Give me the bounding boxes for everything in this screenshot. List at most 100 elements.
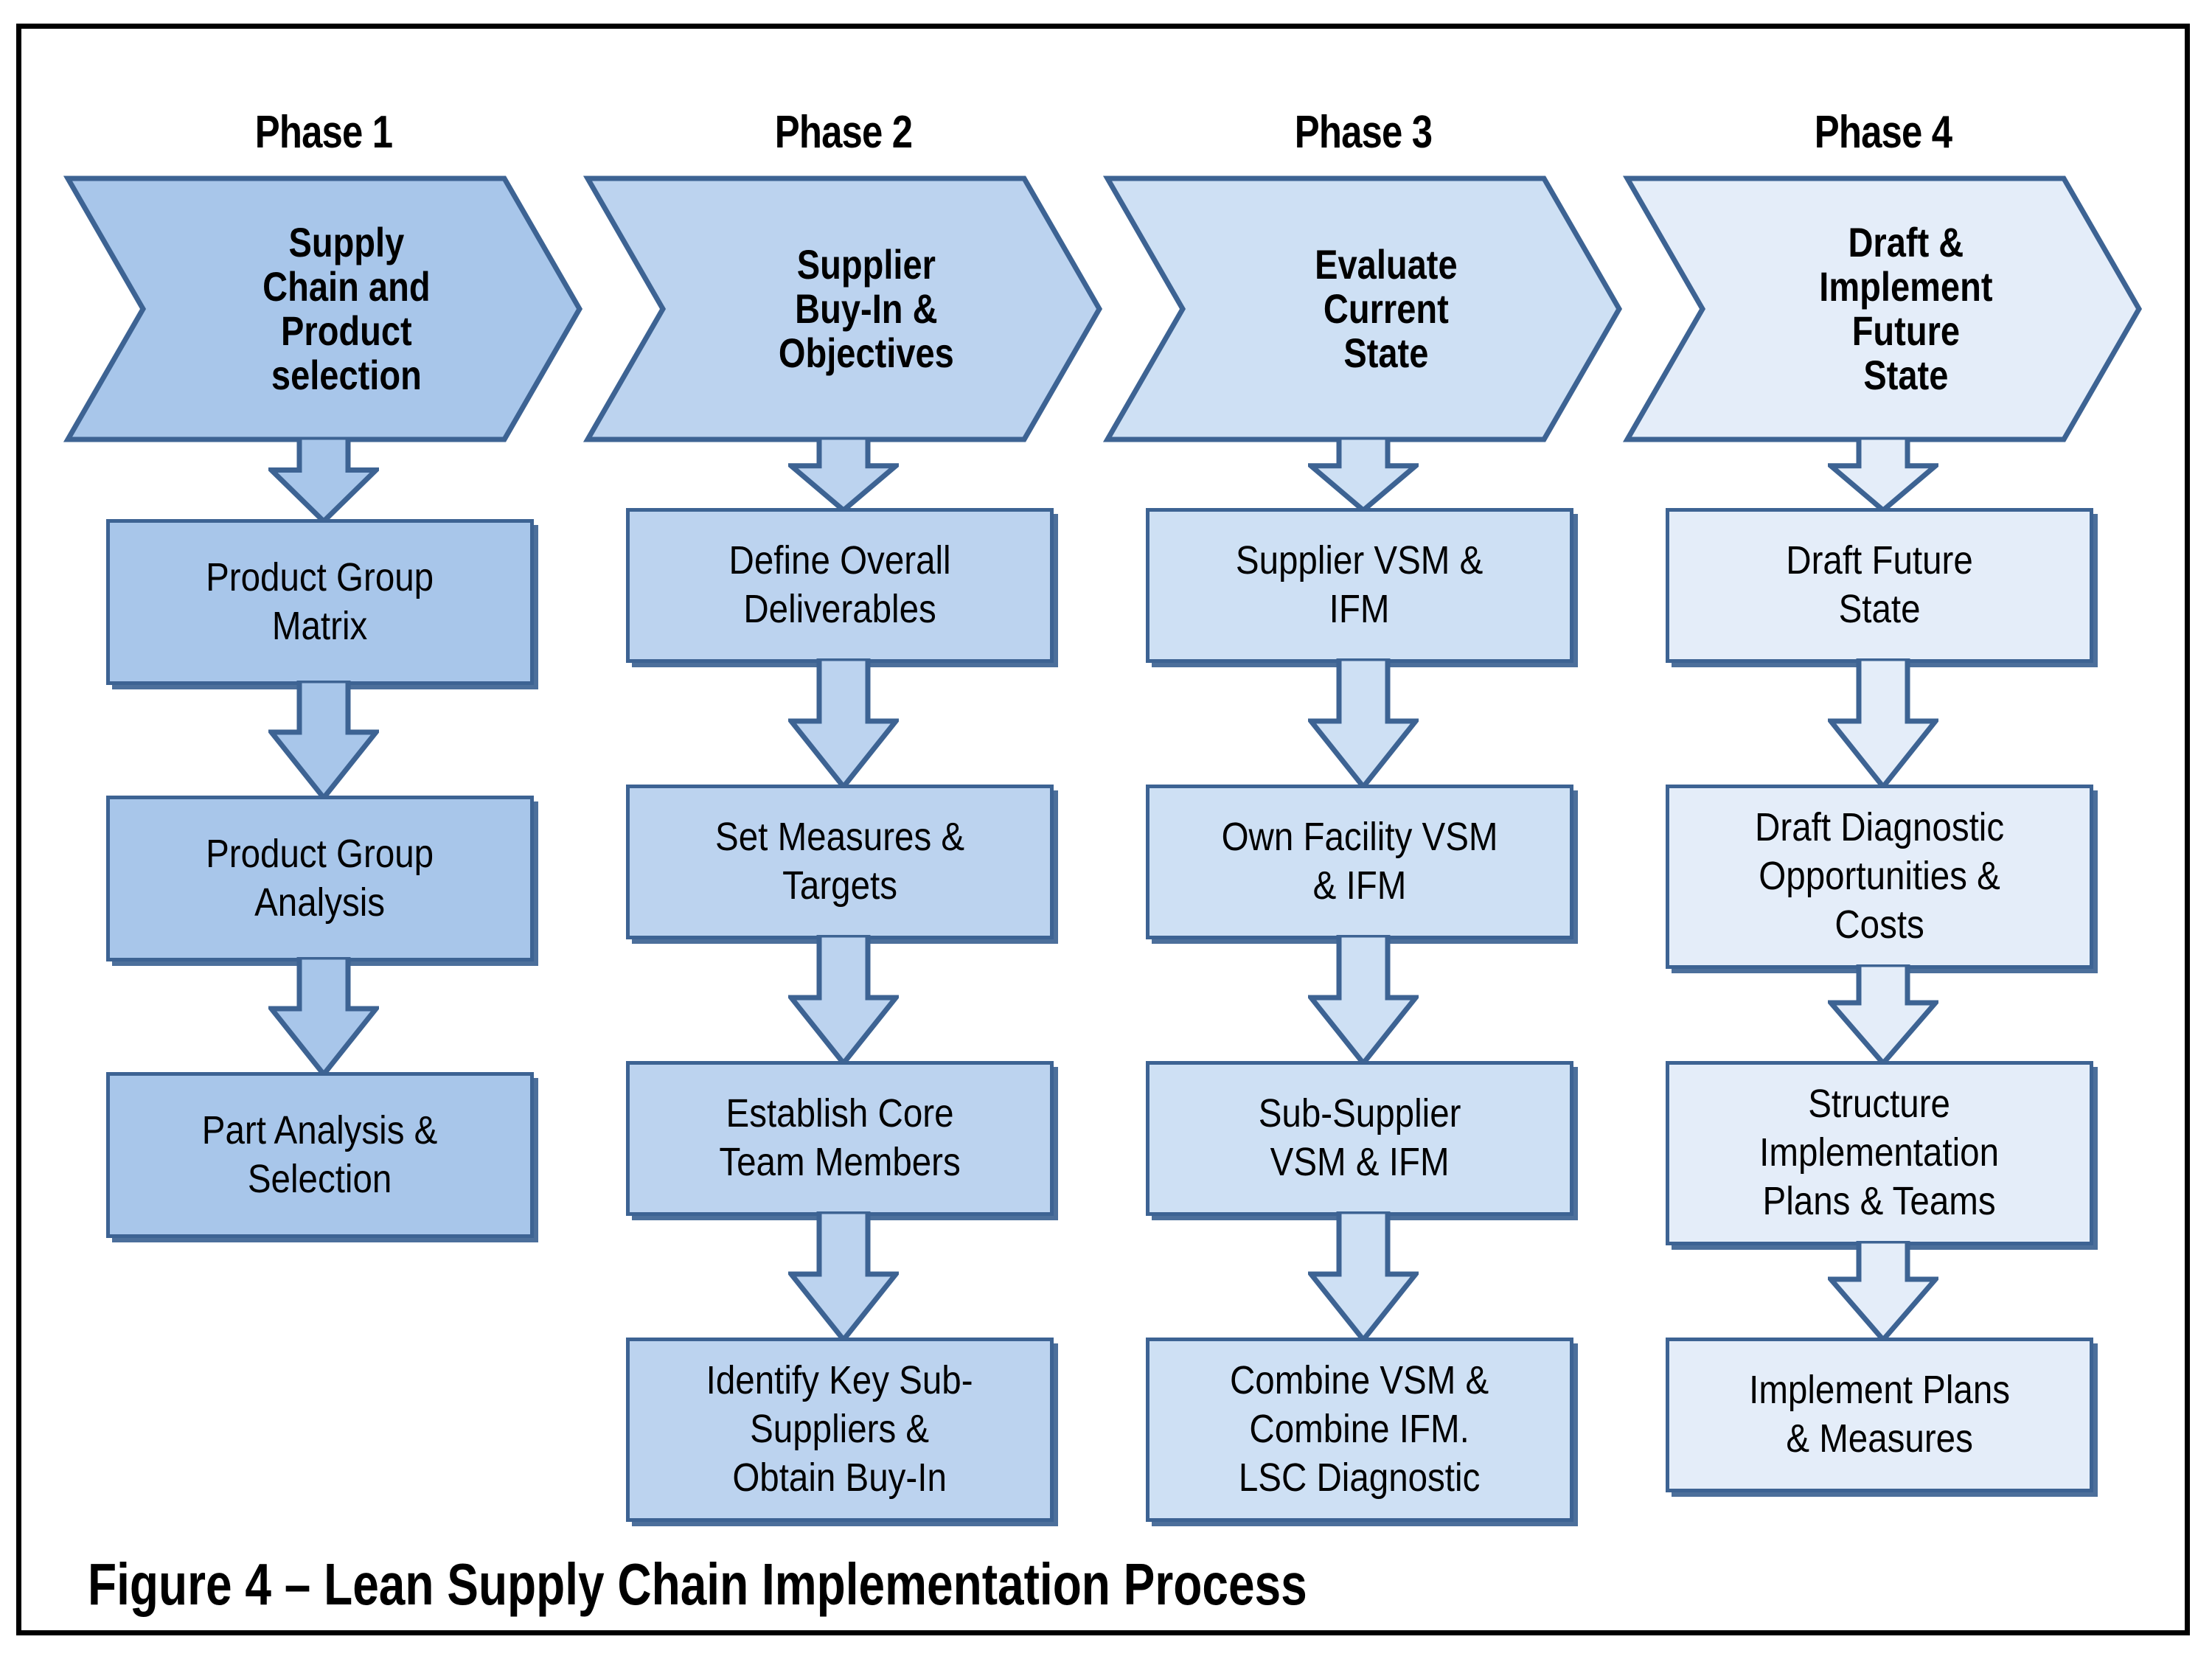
process-box-line: Combine IFM. xyxy=(1249,1407,1470,1452)
process-box-line: Opportunities & xyxy=(1759,854,2000,899)
process-box-line: Establish Core xyxy=(726,1091,954,1136)
process-box-line: IFM xyxy=(1329,587,1390,631)
process-box[interactable]: Identify Key Sub-Suppliers &Obtain Buy-I… xyxy=(626,1338,1054,1522)
process-box[interactable]: Part Analysis &Selection xyxy=(106,1072,534,1238)
process-box-line: Define Overall xyxy=(728,538,951,583)
phase-label-4: Phase 4 xyxy=(1814,107,1952,158)
down-block-arrow-icon xyxy=(1828,1241,1938,1342)
process-box-line: Analysis xyxy=(254,880,386,925)
process-box-line: Own Facility VSM xyxy=(1221,815,1498,860)
process-box-line: Structure xyxy=(1808,1082,1951,1127)
down-block-arrow-icon xyxy=(788,437,899,512)
arrow-shape xyxy=(1308,658,1419,789)
process-box-text: Combine VSM &Combine IFM.LSC Diagnostic xyxy=(1230,1357,1489,1503)
process-box-line: Product Group xyxy=(206,554,434,599)
process-box-text: Implement Plans& Measures xyxy=(1749,1366,2010,1464)
process-box-text: Identify Key Sub-Suppliers &Obtain Buy-I… xyxy=(706,1357,973,1503)
down-block-arrow-icon xyxy=(1828,658,1938,789)
arrow-shape xyxy=(788,658,899,789)
process-box-line: Draft Diagnostic xyxy=(1754,805,2005,850)
down-block-arrow-icon xyxy=(268,957,379,1077)
arrow-shape xyxy=(1308,437,1419,512)
process-box[interactable]: Supplier VSM &IFM xyxy=(1146,508,1573,663)
process-box-text: Supplier VSM &IFM xyxy=(1236,537,1483,634)
down-block-arrow-icon xyxy=(788,1211,899,1342)
arrow-shape xyxy=(268,957,379,1077)
chevron-shape xyxy=(1102,175,1623,442)
phase-label-2: Phase 2 xyxy=(774,107,913,158)
arrow-shape xyxy=(788,1211,899,1342)
process-box-line: Product Group xyxy=(206,831,434,876)
process-box[interactable]: Own Facility VSM& IFM xyxy=(1146,785,1573,939)
process-box-line: Targets xyxy=(782,863,897,908)
process-box-line: Identify Key Sub- xyxy=(706,1358,973,1403)
process-box-line: Draft Future xyxy=(1786,538,1973,583)
chevron-shape xyxy=(63,175,583,442)
process-box-line: & Measures xyxy=(1786,1416,1973,1461)
process-box-line: Set Measures & xyxy=(714,815,965,860)
arrow-shape xyxy=(788,437,899,512)
process-box[interactable]: Set Measures &Targets xyxy=(626,785,1054,939)
down-block-arrow-icon xyxy=(1308,658,1419,789)
phase-label-3: Phase 3 xyxy=(1294,107,1433,158)
process-box-line: Team Members xyxy=(719,1140,961,1184)
phase-label-1: Phase 1 xyxy=(254,107,393,158)
process-box-line: Deliverables xyxy=(743,587,936,631)
process-box-line: LSC Diagnostic xyxy=(1239,1455,1481,1500)
down-block-arrow-icon xyxy=(1308,437,1419,512)
process-box-line: Matrix xyxy=(272,603,368,648)
arrow-shape xyxy=(1828,1241,1938,1342)
process-box-line: Implement Plans xyxy=(1749,1368,2010,1413)
chevron-shape xyxy=(1622,175,2143,442)
process-box-line: Costs xyxy=(1834,902,1924,947)
process-box-line: Plans & Teams xyxy=(1762,1178,1997,1223)
process-box-line: Combine VSM & xyxy=(1230,1358,1489,1403)
down-block-arrow-icon xyxy=(1828,964,1938,1065)
down-block-arrow-icon xyxy=(268,437,379,524)
arrow-shape xyxy=(1308,1211,1419,1342)
process-box-line: Sub-Supplier xyxy=(1258,1091,1461,1136)
arrow-shape xyxy=(1828,964,1938,1065)
process-box-text: Set Measures &Targets xyxy=(715,813,964,911)
down-block-arrow-icon xyxy=(268,681,379,800)
process-box-line: Supplier VSM & xyxy=(1236,538,1484,583)
process-box-text: Part Analysis &Selection xyxy=(202,1107,438,1204)
down-block-arrow-icon xyxy=(788,935,899,1065)
process-box[interactable]: Combine VSM &Combine IFM.LSC Diagnostic xyxy=(1146,1338,1573,1522)
process-box-line: & IFM xyxy=(1312,863,1407,908)
arrow-shape xyxy=(1828,437,1938,512)
process-box-line: State xyxy=(1838,587,1921,631)
arrow-shape xyxy=(1308,935,1419,1065)
process-box-line: VSM & IFM xyxy=(1270,1140,1450,1184)
process-box-line: Obtain Buy-In xyxy=(732,1455,947,1500)
process-box[interactable]: Implement Plans& Measures xyxy=(1666,1338,2093,1492)
arrow-shape xyxy=(788,935,899,1065)
process-box-line: Selection xyxy=(248,1156,392,1201)
arrow-shape xyxy=(1828,658,1938,789)
down-block-arrow-icon xyxy=(1828,437,1938,512)
down-block-arrow-icon xyxy=(1308,935,1419,1065)
process-box-line: Part Analysis & xyxy=(202,1107,438,1152)
process-box-line: Suppliers & xyxy=(750,1407,930,1452)
